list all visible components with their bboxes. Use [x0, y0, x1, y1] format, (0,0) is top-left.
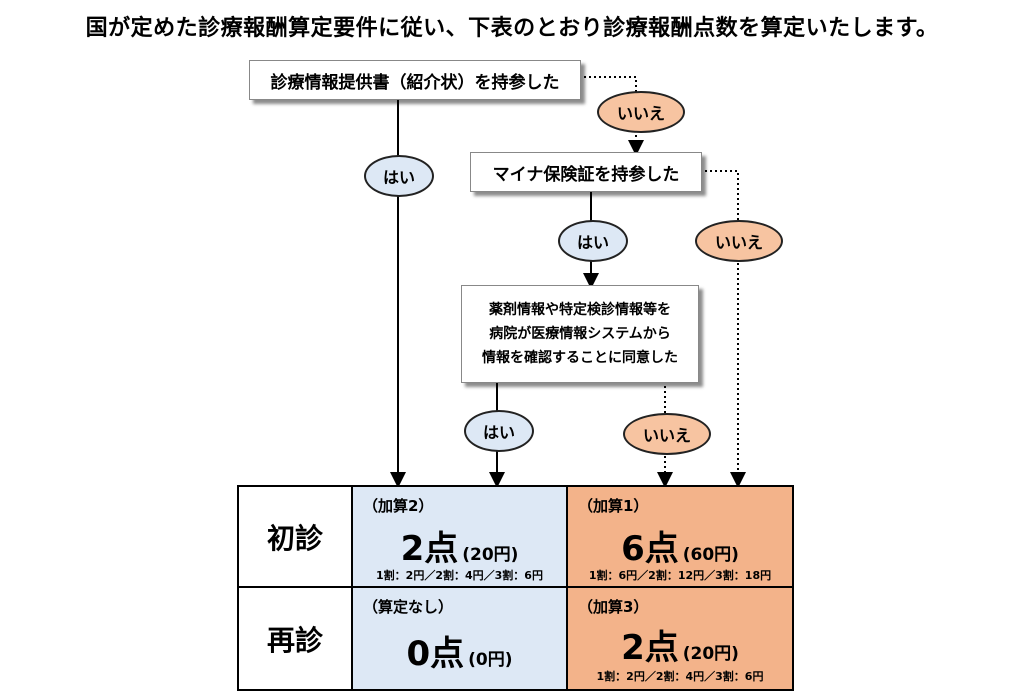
q1-no-line: [579, 76, 644, 156]
cell-points: 2点(20円): [568, 620, 792, 669]
points-value: 2点: [400, 529, 459, 569]
cell-first-visit-addon1: （加算1） 6点(60円) 1割：6円／2割：12円／3割：18円: [568, 487, 792, 588]
question-info-consent-line-3: 情報を確認することに同意した: [482, 350, 678, 366]
yen-value: (20円): [682, 644, 739, 664]
q3-yes-oval: はい: [464, 410, 534, 452]
cell-copay-detail: 1割：2円／2割：4円／3割：6円: [376, 569, 543, 582]
q3-no-oval: いいえ: [623, 413, 711, 455]
row-label-revisit: 再診: [239, 588, 353, 689]
cell-points: 6点(60円): [568, 521, 792, 570]
cell-tag: （算定なし）: [363, 598, 454, 616]
question-info-consent-line-1: 薬剤情報や特定検診情報等を: [489, 302, 671, 318]
q2-no-oval: いいえ: [695, 220, 783, 262]
points-value: 0点: [406, 634, 465, 674]
q1-yes-oval: はい: [364, 155, 434, 197]
question-mynumber-insurance: マイナ保険証を持参した: [470, 152, 702, 192]
page-heading: 国が定めた診療報酬算定要件に従い、下表のとおり診療報酬点数を算定いたします。: [85, 16, 939, 41]
points-value: 2点: [621, 628, 679, 668]
cell-revisit-addon3: （加算3） 2点(20円) 1割：2円／2割：4円／3割：6円: [568, 588, 792, 689]
yen-value: (0円): [468, 650, 513, 670]
q2-yes-oval: はい: [558, 220, 628, 262]
cell-copay-detail: 1割：6円／2割：12円／3割：18円: [588, 569, 772, 582]
result-table: 初診 再診 （加算2） 2点(20円) 1割：2円／2割：4円／3割：6円 （加…: [237, 485, 794, 691]
cell-revisit-none: （算定なし） 0点(0円): [353, 588, 568, 689]
question-referral-letter: 診療情報提供書（紹介状）を持参した: [249, 60, 581, 100]
cell-points: 0点(0円): [353, 626, 566, 675]
cell-tag: （加算2）: [363, 497, 434, 515]
yen-value: (60円): [682, 545, 739, 565]
cell-tag: （加算1）: [578, 497, 649, 515]
yen-value: (20円): [462, 545, 519, 565]
q1-no-oval: いいえ: [597, 91, 685, 133]
cell-points: 2点(20円): [353, 521, 566, 570]
cell-tag: （加算3）: [578, 598, 649, 616]
row-label-first-visit: 初診: [239, 487, 353, 588]
cell-first-visit-addon2: （加算2） 2点(20円) 1割：2円／2割：4円／3割：6円: [353, 487, 568, 588]
question-info-consent-line-2: 病院が医療情報システムから: [489, 326, 671, 342]
question-info-consent: 薬剤情報や特定検診情報等を 病院が医療情報システムから 情報を確認することに同意…: [461, 285, 699, 383]
points-value: 6点: [621, 529, 679, 569]
cell-copay-detail: 1割：2円／2割：4円／3割：6円: [596, 670, 764, 683]
